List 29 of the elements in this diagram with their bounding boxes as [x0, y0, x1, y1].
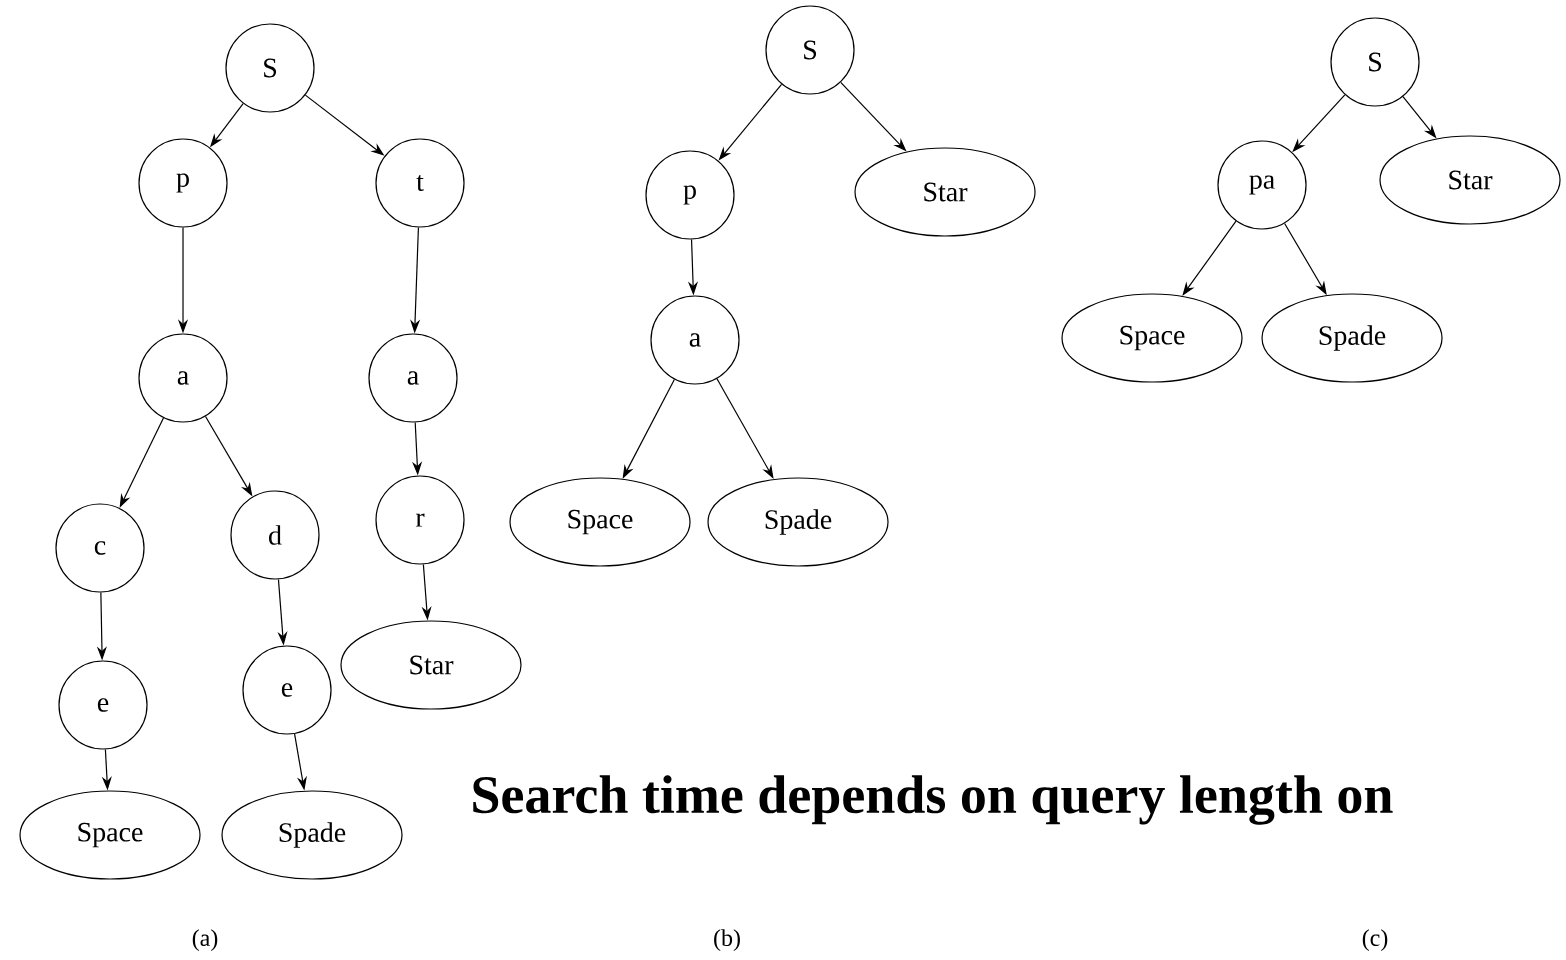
circle-node: a — [138, 333, 228, 423]
circle-node: c — [55, 503, 145, 593]
circle-node: e — [242, 645, 332, 735]
circle-node: d — [230, 490, 320, 580]
ellipse-node: Star — [854, 147, 1036, 237]
circle-node: S — [1330, 17, 1420, 107]
circle-node: S — [765, 5, 855, 95]
ellipse-node: Spade — [707, 477, 889, 567]
circle-node: S — [225, 23, 315, 113]
ellipse-node: Star — [1379, 135, 1561, 225]
circle-node: a — [650, 295, 740, 385]
circle-node: e — [58, 660, 148, 750]
panel-label: (b) — [714, 929, 740, 951]
panel-label: (a) — [192, 929, 218, 951]
circle-node: t — [375, 138, 465, 228]
circle-node: r — [375, 475, 465, 565]
ellipse-node: Space — [19, 790, 201, 880]
heading-text: Search time depends on query length on — [473, 775, 1393, 825]
ellipse-node: Space — [1061, 293, 1243, 383]
ellipse-node: Star — [340, 620, 522, 710]
circle-node: pa — [1217, 140, 1307, 230]
circle-node: a — [368, 333, 458, 423]
arrow — [1182, 220, 1237, 296]
circle-node: p — [138, 138, 228, 228]
ellipse-node: Space — [509, 477, 691, 567]
panel-label: (c) — [1362, 929, 1388, 951]
ellipse-node: Spade — [1261, 293, 1443, 383]
ellipse-node: Spade — [221, 790, 403, 880]
circle-node: p — [645, 150, 735, 240]
